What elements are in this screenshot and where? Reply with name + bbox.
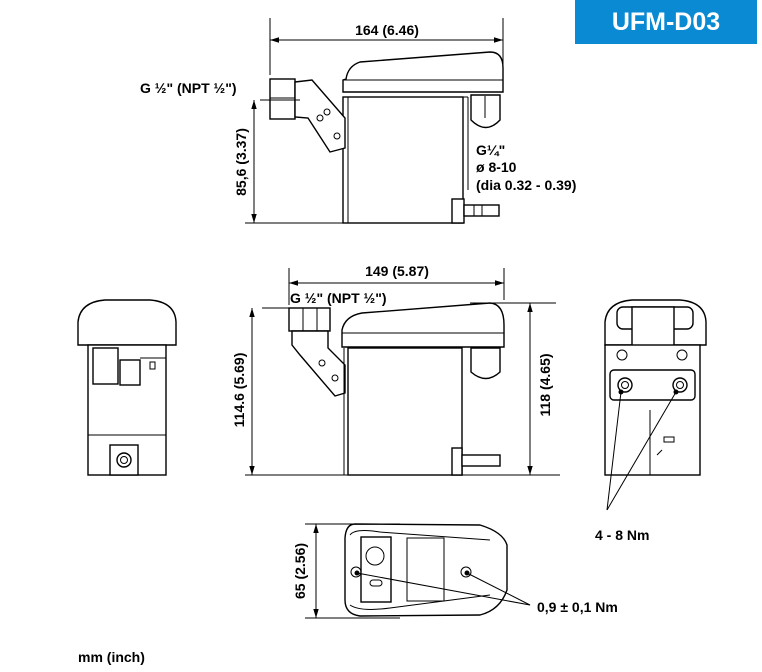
height-dimension-left: 114.6 (5.69)	[231, 353, 247, 428]
side-view-middle: 149 (5.87) G ½" (NPT ½") 114.6 (5.69) 11…	[231, 263, 560, 476]
rear-torque-label: 4 - 8 Nm	[595, 527, 649, 543]
width-dimension: 149 (5.87)	[365, 263, 429, 279]
inlet-thread-label: G ½" (NPT ½")	[290, 290, 387, 306]
width-dimension: 164 (6.46)	[355, 22, 419, 38]
front-view	[77, 299, 177, 476]
lid	[342, 51, 504, 93]
inlet-bracket	[294, 79, 346, 153]
bolt	[672, 377, 688, 393]
units-note: mm (inch)	[78, 649, 145, 665]
inlet-thread-label: G ½" (NPT ½")	[140, 80, 237, 96]
inlet-fitting	[269, 78, 296, 120]
switch-panel	[360, 536, 392, 603]
body	[347, 347, 463, 476]
side-view-top: 164 (6.46) 85,6 (3.37) G ½" (NPT ½") G¼"…	[140, 18, 576, 224]
rear-view: 4 - 8 Nm	[595, 299, 707, 543]
cable-gland	[470, 347, 501, 380]
screw	[350, 566, 362, 578]
drain-nut	[116, 452, 132, 468]
body	[342, 96, 464, 224]
outlet-diameter-inch-label: (dia 0.32 - 0.39)	[476, 177, 576, 193]
outlet-thread-label: G¼"	[476, 142, 505, 158]
outlet-diameter-label: ø 8-10	[476, 159, 517, 175]
top-torque-label: 0,9 ± 0,1 Nm	[537, 599, 618, 615]
lid	[341, 302, 505, 348]
height-dimension-right: 118 (4.65)	[537, 353, 553, 416]
model-badge: UFM-D03	[575, 0, 757, 44]
depth-dimension: 65 (2.56)	[292, 543, 308, 599]
top-view: 65 (2.56) 0,9 ± 0,1 Nm	[292, 523, 618, 619]
height-dimension: 85,6 (3.37)	[233, 128, 249, 196]
bolt	[617, 377, 633, 393]
screw	[460, 566, 472, 578]
hose-barb	[461, 454, 501, 467]
